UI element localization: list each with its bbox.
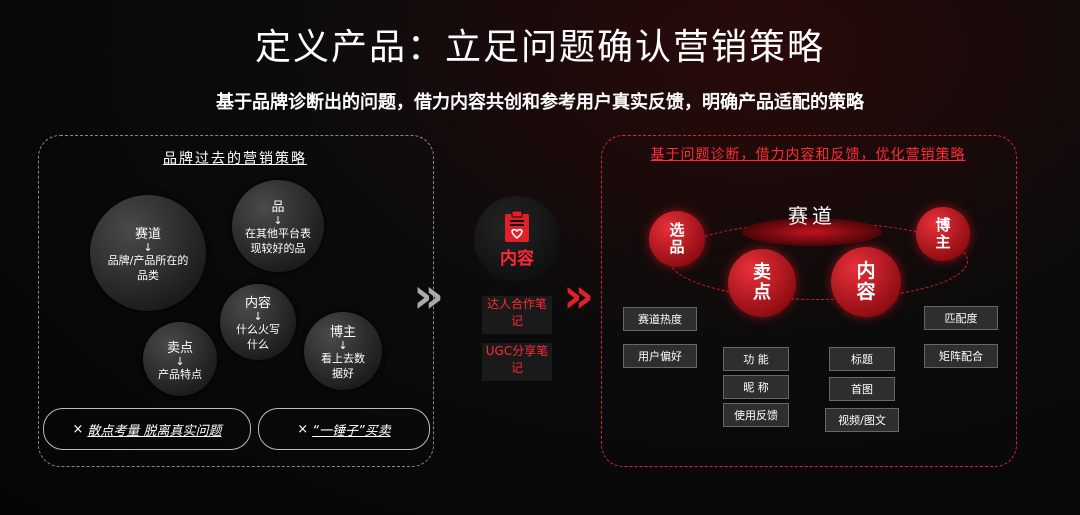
bubble-text: 在其他平台表现较好的品 (245, 227, 311, 255)
cross-icon: × (72, 421, 84, 437)
ball-label: 博主 (935, 216, 951, 251)
left-panel-title: 品牌过去的营销策略 (163, 151, 307, 167)
arrow-down-icon: ↓ (143, 241, 153, 254)
cross-icon: × (297, 421, 309, 437)
bubble-head: 品 (271, 200, 285, 215)
content-node: 内容 (474, 196, 560, 282)
arrow-down-icon: ↓ (253, 310, 263, 323)
bubble-product: 品 ↓ 在其他平台表现较好的品 (232, 180, 324, 272)
pill-text: “一锤子”买卖 (312, 423, 391, 439)
tag-match: 匹配度 (924, 306, 998, 330)
bubble-selling-point: 卖点 ↓ 产品特点 (143, 322, 217, 396)
clipboard-heart-icon (505, 210, 529, 242)
page-title: 定义产品：立足问题确认营销策略 (254, 27, 825, 68)
tag-title: 标题 (829, 347, 895, 371)
bubble-text: 看上去数据好 (321, 352, 365, 380)
bubble-head: 博主 (329, 325, 356, 340)
chevron-right-grey-icon: » (413, 268, 444, 324)
left-panel (38, 135, 434, 467)
tag-feedback: 使用反馈 (723, 403, 789, 427)
bubble-head: 卖点 (166, 340, 193, 356)
page-subtitle: 基于品牌诊断出的问题，借力内容共创和参考用户真实反馈，明确产品适配的策略 (216, 92, 864, 113)
bubble-track: 赛道 ↓ 品牌/产品所在的品类 (90, 195, 206, 311)
bubble-content: 内容 ↓ 什么火写什么 (220, 284, 296, 360)
tag-nickname: 昵 称 (723, 375, 789, 399)
tag-matrix: 矩阵配合 (924, 344, 998, 368)
ball-content: 内容 (831, 247, 901, 317)
pill-text: 散点考量 脱离真实问题 (87, 423, 222, 439)
ball-selling-point: 卖点 (728, 249, 796, 317)
problem-pill-one-shot: × “一锤子”买卖 (258, 408, 430, 450)
chevron-right-red-icon: » (563, 268, 594, 324)
arrow-down-icon: ↓ (175, 354, 185, 368)
problem-pill-scattered: × 散点考量 脱离真实问题 (43, 408, 251, 450)
bubble-head: 赛道 (134, 227, 161, 242)
bubble-blogger: 博主 ↓ 看上去数据好 (304, 312, 382, 390)
ball-product: 选品 (649, 211, 705, 267)
bubble-text: 产品特点 (158, 367, 202, 381)
content-item-ugc: UGC分享笔记 (482, 343, 552, 381)
arrow-down-icon: ↓ (338, 339, 348, 352)
bubble-text: 什么火写什么 (236, 323, 280, 351)
tag-cover: 首图 (829, 377, 895, 401)
right-panel (601, 135, 1017, 467)
tag-function: 功 能 (723, 347, 789, 371)
bubble-text: 品牌/产品所在的品类 (107, 254, 189, 282)
tag-track-heat: 赛道热度 (623, 307, 697, 331)
ball-label: 选品 (669, 221, 685, 256)
bubble-head: 内容 (244, 296, 271, 311)
track-label: 赛道 (788, 204, 836, 228)
arrow-down-icon: ↓ (273, 214, 283, 227)
ball-label: 内容 (856, 260, 876, 303)
ball-label: 卖点 (753, 262, 771, 303)
ball-blogger: 博主 (916, 207, 970, 261)
track-disc (742, 218, 882, 246)
content-label: 内容 (500, 248, 534, 269)
tag-user-preference: 用户偏好 (623, 344, 697, 368)
right-panel-title: 基于问题诊断，借力内容和反馈，优化营销策略 (650, 147, 966, 163)
content-item-kol: 达人合作笔记 (482, 296, 552, 334)
tag-video-text: 视频/图文 (825, 408, 899, 432)
